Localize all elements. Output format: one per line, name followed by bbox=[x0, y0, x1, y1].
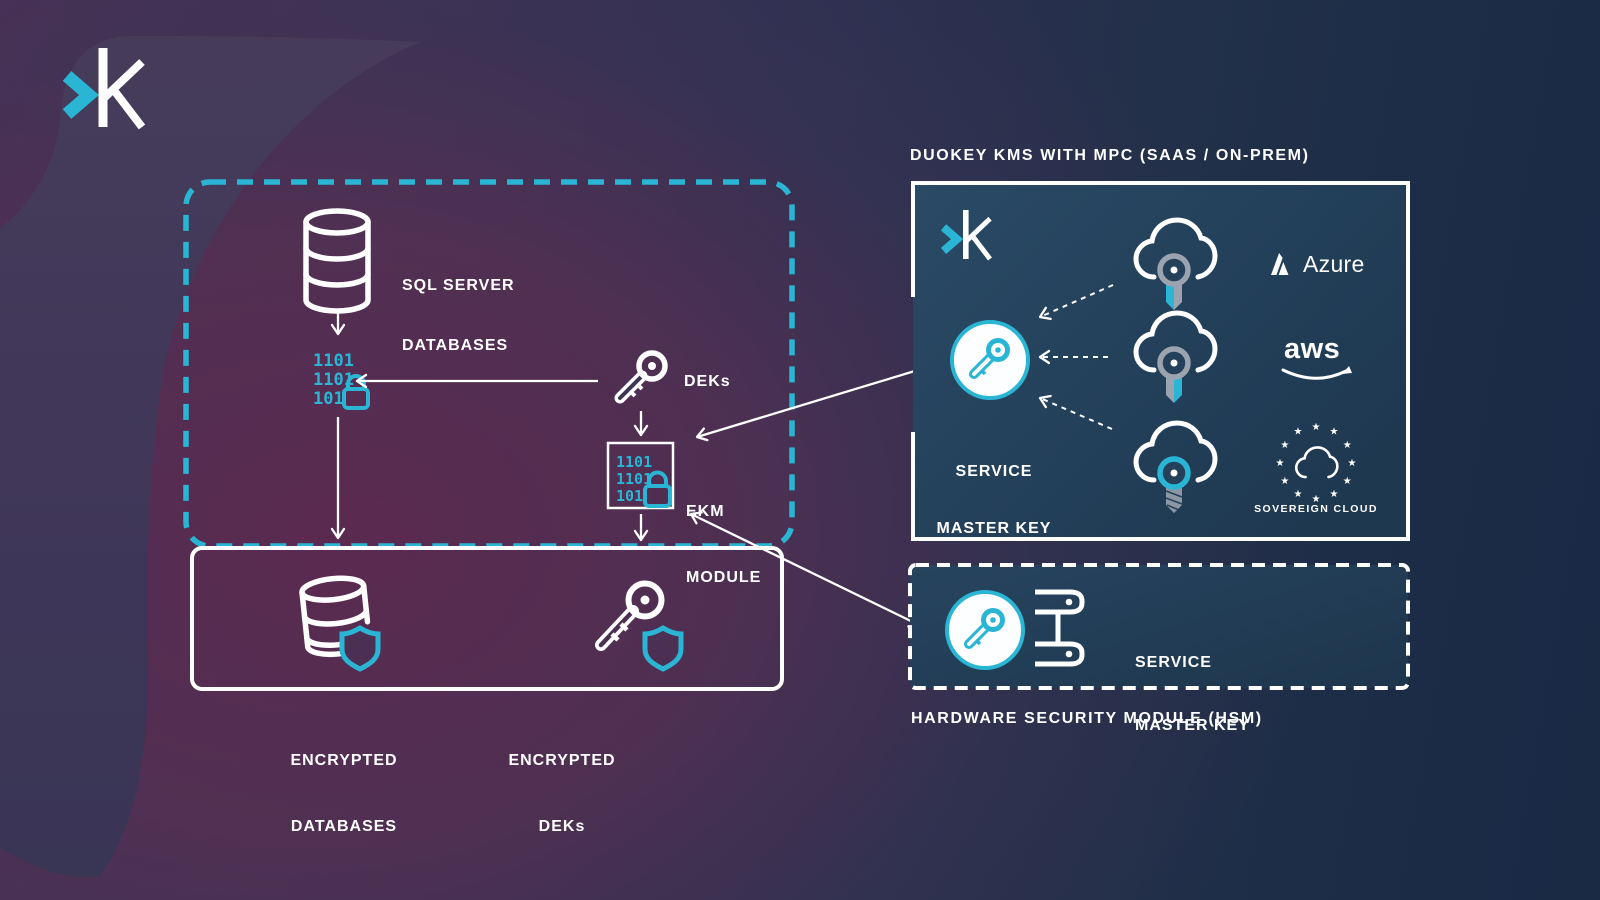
aws-label: aws bbox=[1284, 333, 1341, 365]
star-icon: ★ bbox=[1348, 458, 1357, 469]
hsm-smk-label-line2: MASTER KEY bbox=[1135, 717, 1250, 734]
background-swoosh bbox=[0, 36, 420, 877]
hsm-panel-fill bbox=[910, 565, 1408, 688]
encrypted-databases-label: ENCRYPTED DATABASES bbox=[264, 706, 424, 882]
hsm-panel-border bbox=[908, 563, 1410, 690]
star-icon: ★ bbox=[1330, 427, 1339, 438]
hsm-panel bbox=[908, 563, 1410, 690]
hsm-panel-title: HARDWARE SECURITY MODULE (HSM) bbox=[911, 710, 1263, 727]
kms-service-master-key-label: SERVICE MASTER KEY bbox=[914, 424, 1074, 576]
sovereign-cloud-label: SOVEREIGN CLOUD bbox=[1254, 503, 1378, 515]
kms-smk-label-line2: MASTER KEY bbox=[936, 520, 1052, 537]
binary-row: 101 bbox=[616, 487, 643, 505]
lock-icon bbox=[643, 470, 672, 508]
encrypted-deks-key-icon bbox=[595, 580, 681, 670]
cloud-key-share-sovereign-icon bbox=[1136, 423, 1215, 513]
binary-row: 1101 bbox=[616, 470, 652, 488]
encrypted-deks-label-line1: ENCRYPTED bbox=[508, 752, 616, 769]
arrow-ekm-kms bbox=[695, 362, 930, 442]
service-master-key-icon bbox=[947, 592, 1023, 668]
sql-database-icon bbox=[303, 208, 371, 314]
ekm-label-line2: MODULE bbox=[686, 569, 762, 586]
star-icon: ★ bbox=[1312, 494, 1321, 505]
binary-row: 1101 bbox=[313, 370, 354, 390]
kms-smk-label-line1: SERVICE bbox=[955, 463, 1033, 480]
ekm-label-line1: EKM bbox=[686, 503, 725, 520]
cloud-key-share-aws-icon bbox=[1136, 313, 1215, 403]
encrypted-deks-label-line2: DEKs bbox=[538, 818, 586, 835]
encrypted-deks-label: ENCRYPTED DEKs bbox=[482, 706, 642, 882]
service-master-key-icon bbox=[952, 322, 1028, 398]
deks-key-icon bbox=[614, 350, 668, 404]
azure-logo-icon bbox=[1271, 253, 1289, 275]
sql-databases-label: SQL SERVER DATABASES bbox=[402, 236, 515, 396]
star-icon: ★ bbox=[1294, 489, 1303, 500]
encrypted-db-label-line2: DATABASES bbox=[290, 818, 398, 835]
star-icon: ★ bbox=[1280, 476, 1289, 487]
hsm-service-master-key-label: SERVICE MASTER KEY bbox=[1135, 610, 1250, 778]
hsm-smk-label-line1: SERVICE bbox=[1135, 654, 1212, 671]
ekm-module-icon: 1101 1101 101 bbox=[606, 441, 675, 510]
star-icon: ★ bbox=[1343, 440, 1352, 451]
encrypted-data-icon: 1101 1101 101 bbox=[313, 351, 370, 410]
azure-label: Azure bbox=[1303, 251, 1365, 277]
star-icon: ★ bbox=[1276, 458, 1285, 469]
sql-databases-label-line1: SQL SERVER bbox=[402, 277, 515, 294]
shield-icon bbox=[645, 628, 681, 669]
arrow-ekm-hsm bbox=[689, 511, 921, 628]
deks-label: DEKs bbox=[684, 373, 731, 390]
sovereign-cloud-icon: ★ ★ ★ ★ ★ ★ ★ ★ ★ ★ ★ ★ bbox=[1276, 422, 1357, 505]
arrow-azure-to-smk bbox=[1038, 284, 1114, 321]
kms-panel-border bbox=[911, 181, 1410, 541]
aws-logo-smile-icon bbox=[1281, 366, 1352, 380]
star-icon: ★ bbox=[1312, 422, 1321, 433]
sql-databases-label-line2: DATABASES bbox=[402, 337, 509, 354]
kms-panel: ★ ★ ★ ★ ★ ★ ★ ★ ★ ★ ★ ★ bbox=[911, 181, 1410, 541]
star-icon: ★ bbox=[1343, 476, 1352, 487]
binary-row: 101 bbox=[313, 389, 344, 409]
star-icon: ★ bbox=[1294, 427, 1303, 438]
encrypted-database-icon bbox=[299, 575, 378, 669]
hsm-server-icon bbox=[1035, 589, 1085, 667]
binary-row: 1101 bbox=[313, 351, 354, 371]
arrow-sovereign-to-smk bbox=[1038, 394, 1113, 430]
star-icon: ★ bbox=[1280, 440, 1289, 451]
cloud-key-share-azure-icon bbox=[1136, 220, 1215, 310]
binary-row: 1101 bbox=[616, 453, 652, 471]
encrypted-db-label-line1: ENCRYPTED bbox=[290, 752, 398, 769]
kms-panel-title: DUOKEY KMS WITH MPC (SAAS / ON-PREM) bbox=[910, 147, 1310, 164]
star-icon: ★ bbox=[1330, 489, 1339, 500]
ekm-module-label: EKM MODULE bbox=[686, 457, 761, 633]
shield-icon bbox=[342, 628, 378, 669]
